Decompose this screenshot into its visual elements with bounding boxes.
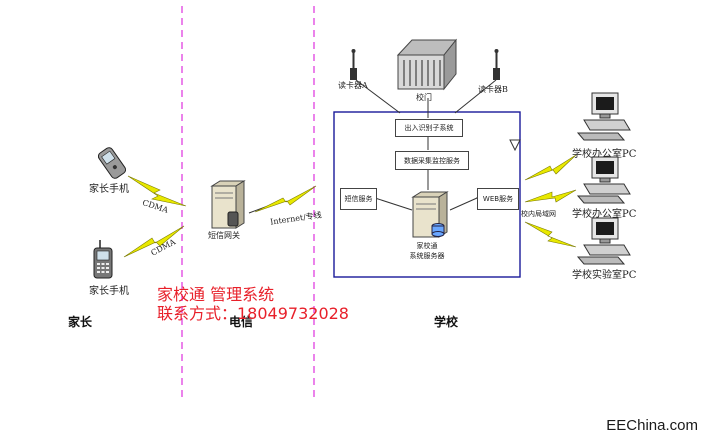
- mobile-phone-icon: [93, 240, 113, 279]
- pc-icon: [576, 156, 631, 204]
- access-subsystem-box: 出入识别子系统: [395, 119, 463, 137]
- lightning-icon: [524, 221, 577, 248]
- pc-label: 学校办公室PC: [572, 149, 637, 160]
- server-label-line2: 系统服务器: [409, 252, 445, 260]
- lan-label: 校内局域网: [521, 210, 556, 218]
- lightning-links: [123, 154, 577, 258]
- sms-service-box: 短信服务: [340, 188, 377, 210]
- server-label-line1: 家校通: [416, 242, 438, 250]
- mobile-phone-icon: [97, 147, 127, 179]
- sms-gateway-server-icon: [210, 180, 246, 229]
- parent-phone-label: 家长手机: [89, 184, 129, 195]
- school-system-box: [333, 111, 521, 278]
- school-gate-icon: [396, 38, 458, 91]
- lightning-icon: [524, 189, 577, 203]
- main-server-icon: [411, 191, 449, 238]
- data-monitor-service-box: 数据采集监控服务: [395, 151, 469, 170]
- watermark-title: 家校通 管理系统: [157, 285, 275, 304]
- lightning-icon: [254, 185, 317, 213]
- section-telecom: 电信: [229, 315, 254, 329]
- site-logo: EEChina.com: [606, 417, 698, 434]
- pc-label: 学校办公室PC: [572, 209, 637, 220]
- web-service-box: WEB服务: [477, 188, 519, 210]
- sms-gateway-label: 短信网关: [208, 231, 240, 240]
- arrow-icon: [509, 139, 521, 152]
- parent-phone-label: 家长手机: [89, 286, 129, 297]
- lightning-icon: [524, 154, 577, 181]
- antenna-icon: [350, 49, 357, 80]
- lightning-icon: [123, 225, 185, 258]
- lightning-icon: [127, 175, 187, 207]
- school-gate-label: 校门: [416, 93, 432, 102]
- section-school: 学校: [434, 315, 459, 329]
- pc-icon: [576, 92, 631, 141]
- antenna-icon: [493, 49, 500, 80]
- pc-icon: [576, 217, 631, 265]
- pc-label: 学校实验室PC: [572, 270, 637, 281]
- reader-b-label: 读卡器B: [478, 85, 508, 94]
- watermark-contact: 联系方式：18049732028: [157, 304, 349, 323]
- section-parent: 家长: [68, 315, 93, 329]
- reader-a-label: 读卡器A: [338, 81, 368, 90]
